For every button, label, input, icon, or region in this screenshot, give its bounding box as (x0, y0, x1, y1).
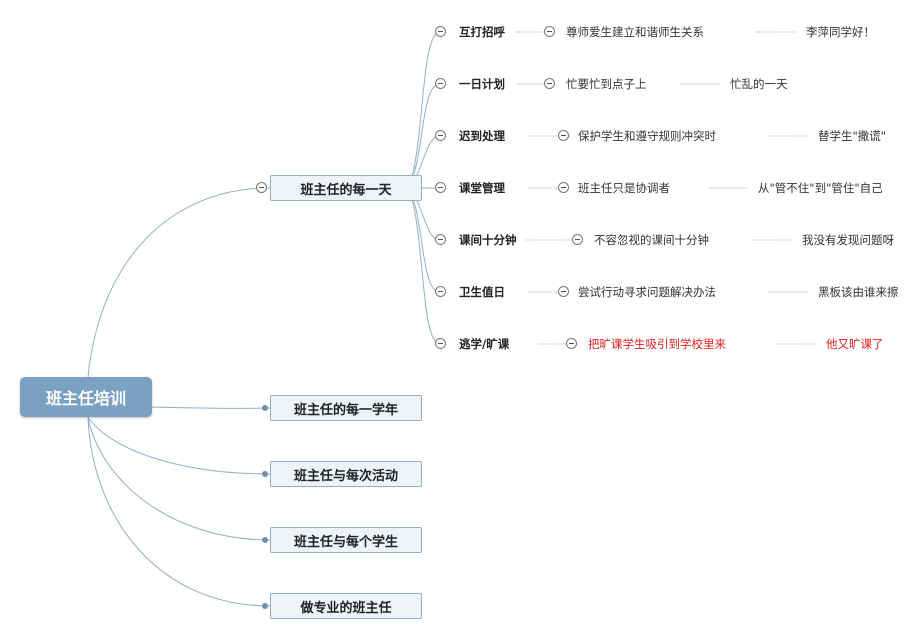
topic-case-highlight[interactable]: 他又旷课了 (826, 337, 884, 351)
branch-node-daily[interactable]: 班主任的每一天 (270, 175, 422, 201)
topic-case[interactable]: 从"管不住"到"管住"自己 (758, 181, 883, 195)
topic-break[interactable]: 课间十分钟 (459, 233, 517, 247)
topic-case[interactable]: 替学生"撒谎" (818, 129, 887, 143)
root-node[interactable]: 班主任培训 (20, 377, 152, 417)
topic-detail-highlight[interactable]: 把旷课学生吸引到学校里来 (588, 337, 726, 351)
collapse-toggle-icon[interactable] (558, 182, 569, 193)
topic-case[interactable]: 忙乱的一天 (730, 77, 788, 91)
topic-detail[interactable]: 尊师爱生建立和谐师生关系 (566, 25, 704, 39)
topic-detail[interactable]: 尝试行动寻求问题解决办法 (578, 285, 716, 299)
topic-case[interactable]: 黑板该由谁来擦 (818, 285, 899, 299)
branch-node-activity[interactable]: 班主任与每次活动 (270, 461, 422, 487)
collapse-toggle-icon[interactable] (558, 286, 569, 297)
expand-dot-icon[interactable] (262, 405, 268, 411)
collapse-toggle-icon[interactable] (544, 26, 555, 37)
expand-dot-icon[interactable] (262, 537, 268, 543)
expand-dot-icon[interactable] (262, 603, 268, 609)
collapse-toggle-icon[interactable] (572, 234, 583, 245)
branch-node-student[interactable]: 班主任与每个学生 (270, 527, 422, 553)
branch-node-professional[interactable]: 做专业的班主任 (270, 593, 422, 619)
collapse-toggle-icon[interactable] (558, 130, 569, 141)
topic-daily-plan[interactable]: 一日计划 (459, 77, 505, 91)
topic-classroom[interactable]: 课堂管理 (459, 181, 505, 195)
topic-detail[interactable]: 忙要忙到点子上 (566, 77, 647, 91)
topic-detail[interactable]: 班主任只是协调者 (578, 181, 670, 195)
topic-cleaning[interactable]: 卫生值日 (459, 285, 505, 299)
topic-detail[interactable]: 不容忽视的课间十分钟 (594, 233, 709, 247)
collapse-toggle-icon[interactable] (435, 182, 446, 193)
collapse-toggle-icon[interactable] (435, 338, 446, 349)
collapse-toggle-icon[interactable] (566, 338, 577, 349)
topic-greeting[interactable]: 互打招呼 (459, 25, 505, 39)
collapse-toggle-icon[interactable] (435, 78, 446, 89)
collapse-toggle-icon[interactable] (256, 182, 267, 193)
branch-node-yearly[interactable]: 班主任的每一学年 (270, 395, 422, 421)
topic-detail[interactable]: 保护学生和遵守规则冲突时 (578, 129, 716, 143)
topic-truancy[interactable]: 逃学/旷课 (459, 337, 510, 351)
collapse-toggle-icon[interactable] (435, 26, 446, 37)
collapse-toggle-icon[interactable] (544, 78, 555, 89)
collapse-toggle-icon[interactable] (435, 234, 446, 245)
collapse-toggle-icon[interactable] (435, 286, 446, 297)
topic-lateness[interactable]: 迟到处理 (459, 129, 505, 143)
topic-case[interactable]: 我没有发现问题呀 (802, 233, 894, 247)
collapse-toggle-icon[interactable] (435, 130, 446, 141)
topic-case[interactable]: 李萍同学好！ (806, 25, 875, 39)
expand-dot-icon[interactable] (262, 471, 268, 477)
